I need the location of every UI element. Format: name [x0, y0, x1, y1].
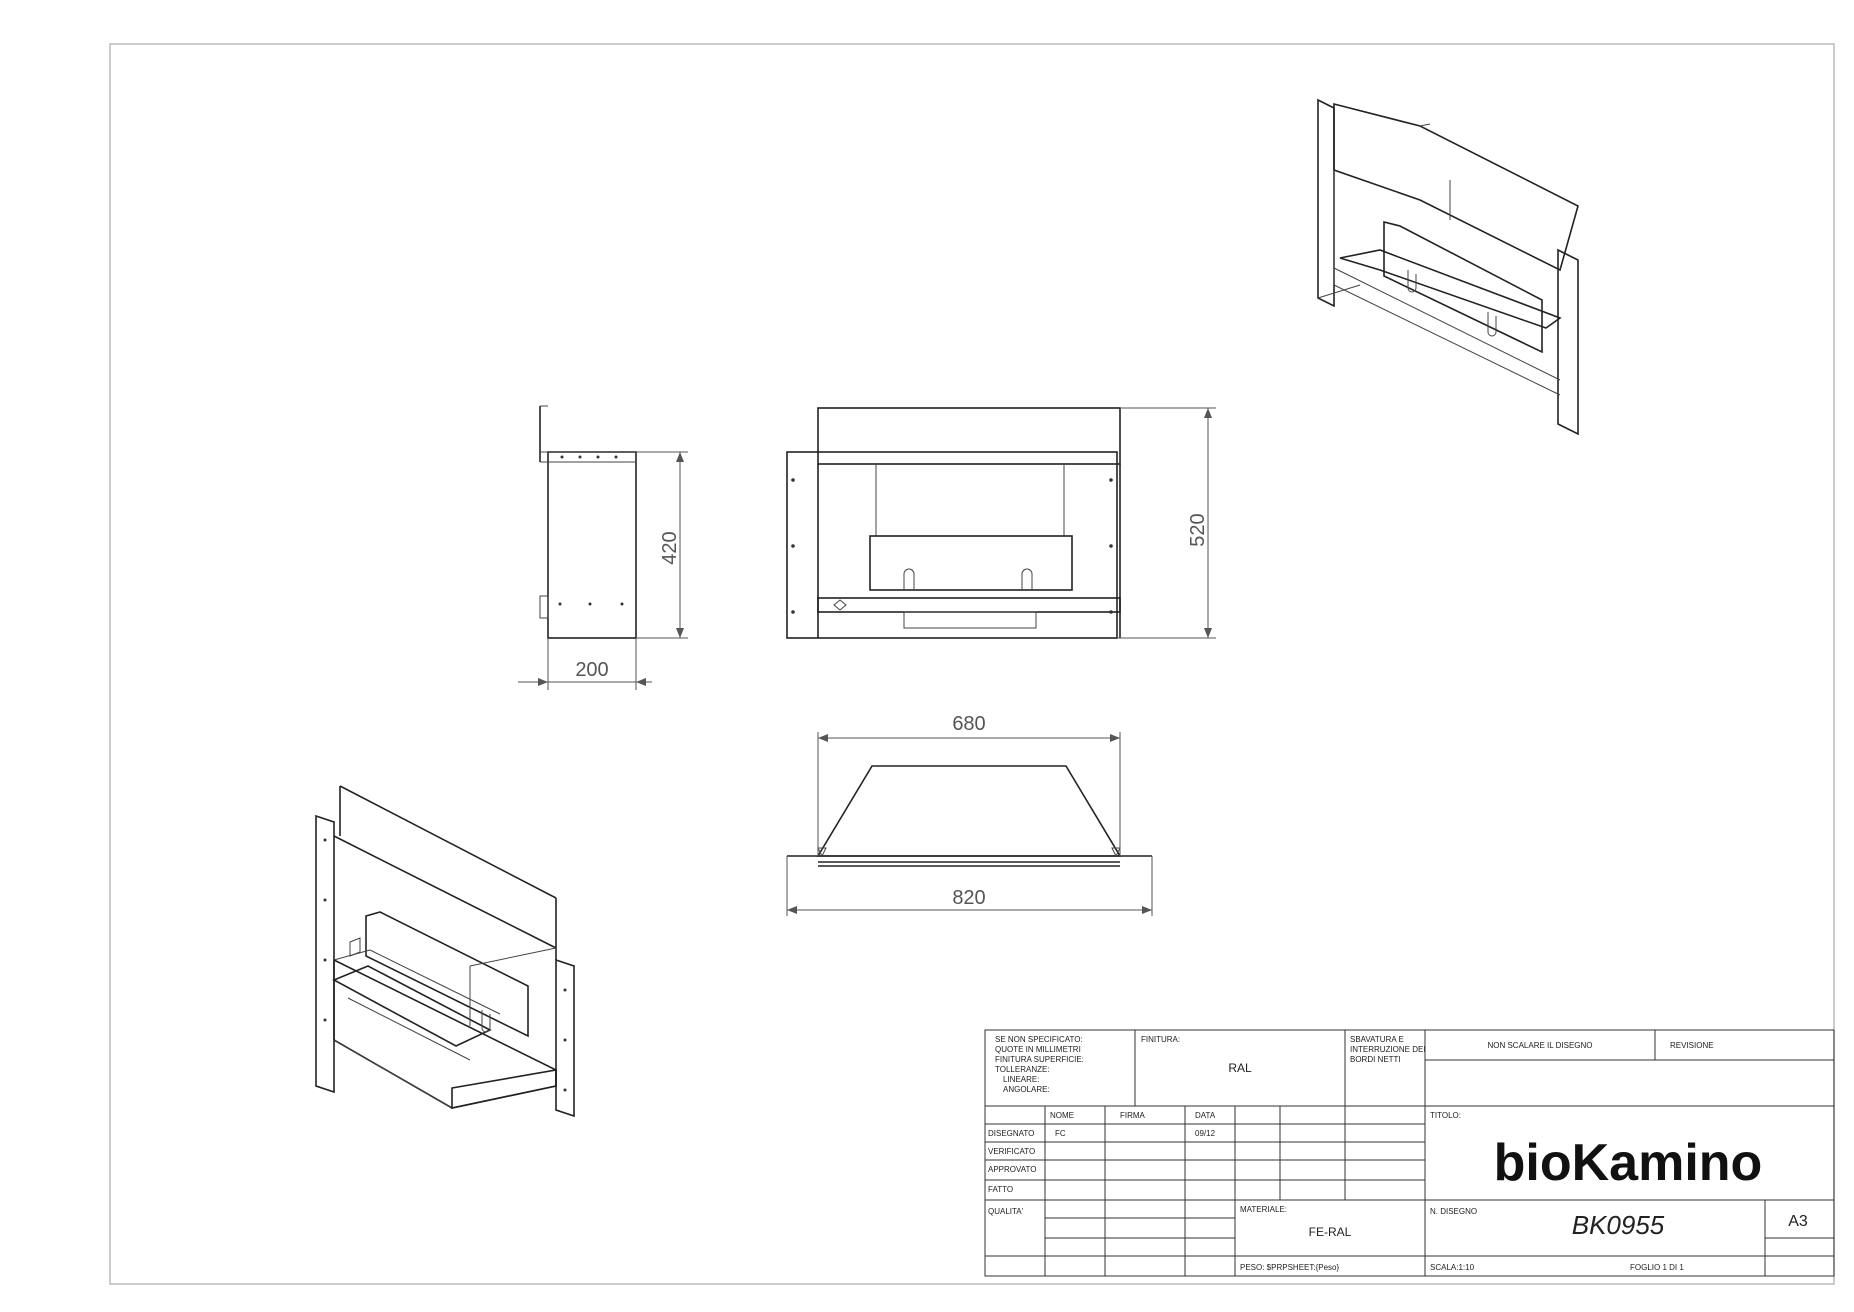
sheet-border	[109, 43, 1835, 1285]
tb-brand-title: bioKamino	[1494, 1134, 1763, 1192]
tb-sheet: FOGLIO 1 DI 1	[1630, 1263, 1684, 1272]
side-view: 420 200	[518, 405, 688, 690]
tb-designed-name: FC	[1055, 1129, 1066, 1138]
tb-material-value: FE-RAL	[1309, 1225, 1352, 1239]
tb-note-2: QUOTE IN MILLIMETRI	[995, 1045, 1081, 1054]
tb-row-verified: VERIFICATO	[988, 1147, 1035, 1156]
tb-finish-value: RAL	[1228, 1061, 1252, 1075]
tb-note-5: LINEARE:	[1003, 1075, 1039, 1084]
tb-designed-date: 09/12	[1195, 1129, 1216, 1138]
tb-note-3: FINITURA SUPERFICIE:	[995, 1055, 1084, 1064]
tb-sheet-format: A3	[1788, 1213, 1808, 1230]
tb-scale: SCALA:1:10	[1430, 1263, 1475, 1272]
tb-deburr-2: INTERRUZIONE DEI	[1350, 1045, 1426, 1054]
title-block: SE NON SPECIFICATO: QUOTE IN MILLIMETRI …	[984, 1029, 1835, 1277]
tb-col-firma: FIRMA	[1120, 1111, 1146, 1120]
tb-weight-label: PESO: $PRPSHEET:{Peso}	[1240, 1263, 1339, 1272]
tb-title-label: TITOLO:	[1430, 1111, 1461, 1120]
tb-drawing-number: BK0955	[1572, 1210, 1665, 1240]
dim-depth: 200	[575, 659, 608, 681]
tb-col-nome: NOME	[1050, 1111, 1074, 1120]
isometric-view-top	[1317, 98, 1579, 436]
front-view: 520	[786, 407, 1216, 639]
tb-row-designed: DISEGNATO	[988, 1129, 1034, 1138]
top-view: 680 820	[786, 713, 1153, 916]
dim-height-side: 420	[659, 531, 681, 564]
isometric-view-bottom	[315, 785, 575, 1118]
tb-deburr-3: BORDI NETTI	[1350, 1055, 1401, 1064]
tb-note-6: ANGOLARE:	[1003, 1085, 1050, 1094]
tb-note-1: SE NON SPECIFICATO:	[995, 1035, 1083, 1044]
dim-height-front: 520	[1187, 513, 1209, 546]
tb-no-scale: NON SCALARE IL DISEGNO	[1487, 1041, 1592, 1050]
tb-material-label: MATERIALE:	[1240, 1205, 1287, 1214]
tb-row-quality: QUALITA'	[988, 1207, 1024, 1216]
tb-row-made: FATTO	[988, 1185, 1013, 1194]
tb-finish-label: FINITURA:	[1141, 1035, 1180, 1044]
tb-revision-label: REVISIONE	[1670, 1041, 1714, 1050]
dim-top-width: 680	[952, 713, 985, 735]
tb-drawing-number-label: N. DISEGNO	[1430, 1207, 1477, 1216]
tb-col-data: DATA	[1195, 1111, 1216, 1120]
tb-row-approved: APPROVATO	[988, 1165, 1036, 1174]
dim-overall-width: 820	[952, 887, 985, 909]
tb-note-4: TOLLERANZE:	[995, 1065, 1050, 1074]
tb-deburr-1: SBAVATURA E	[1350, 1035, 1404, 1044]
